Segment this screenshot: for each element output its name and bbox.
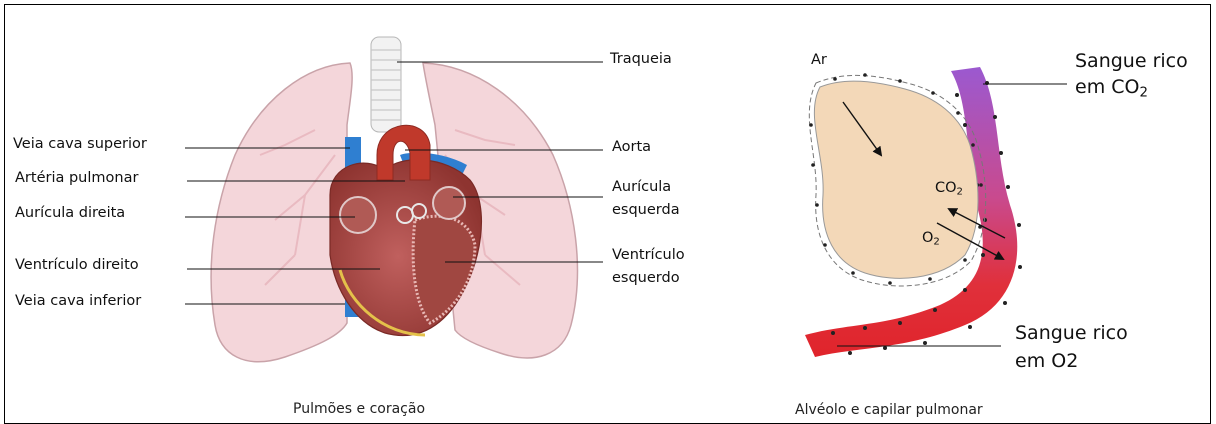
label-auricula-esquerda-line1: Aurícula bbox=[612, 178, 671, 196]
label-ventriculo-esquerdo-line1: Ventrículo bbox=[612, 246, 685, 264]
diagram-frame: Veia cava superior Artéria pulmonar Aurí… bbox=[4, 4, 1211, 424]
label-o2: O2 bbox=[922, 229, 940, 249]
label-ar: Ar bbox=[811, 51, 827, 69]
caption-lungs-heart: Pulmões e coração bbox=[293, 401, 425, 417]
label-ventriculo-esquerdo-line2: esquerdo bbox=[612, 269, 680, 287]
label-auricula-direita: Aurícula direita bbox=[15, 204, 125, 222]
caption-alveolus-capillary: Alvéolo e capilar pulmonar bbox=[795, 402, 983, 418]
label-ventriculo-direito: Ventrículo direito bbox=[15, 256, 139, 274]
label-veia-cava-inferior: Veia cava inferior bbox=[15, 292, 141, 310]
label-traqueia: Traqueia bbox=[610, 50, 672, 68]
label-sangue-o2-line2: em O2 bbox=[1015, 349, 1078, 374]
trachea-shape bbox=[371, 37, 401, 132]
label-co2: CO2 bbox=[935, 179, 963, 199]
label-arteria-pulmonar: Artéria pulmonar bbox=[15, 169, 138, 187]
label-sangue-co2-line2: em CO2 bbox=[1075, 75, 1148, 102]
label-sangue-co2-line1: Sangue rico bbox=[1075, 49, 1188, 74]
label-veia-cava-superior: Veia cava superior bbox=[13, 135, 147, 153]
label-auricula-esquerda-line2: esquerda bbox=[612, 201, 680, 219]
label-aorta: Aorta bbox=[612, 138, 651, 156]
label-sangue-o2-line1: Sangue rico bbox=[1015, 321, 1128, 346]
